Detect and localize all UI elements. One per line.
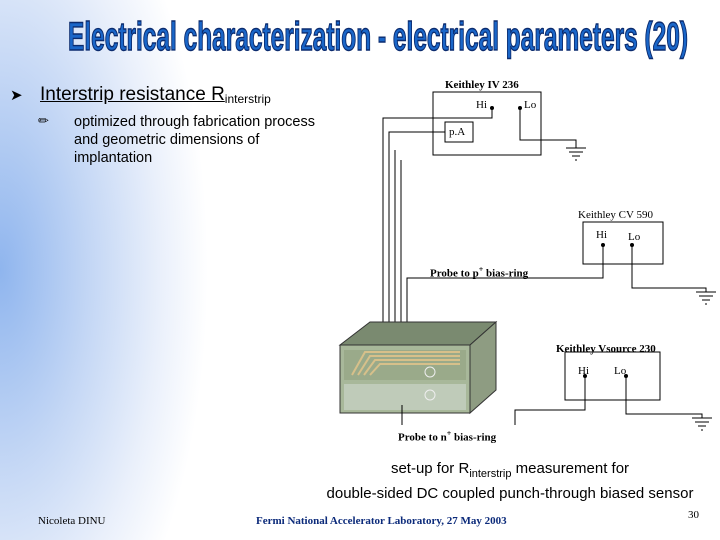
keithley-cv-box xyxy=(582,221,664,265)
iv-lo-label: Lo xyxy=(524,99,537,111)
keithley-vsource-label: Keithley Vsource 230 xyxy=(556,343,656,355)
vs-lo-wire xyxy=(625,376,703,418)
bullet-main-text: Interstrip resistance R xyxy=(40,84,225,105)
arrow-bullet-icon: ➤ xyxy=(10,87,23,104)
probe-n-label: Probe to n+ bias-ring xyxy=(398,429,497,444)
cv-lo-label: Lo xyxy=(628,231,641,243)
ground-symbol-icon xyxy=(566,147,586,161)
cv-hi-label: Hi xyxy=(596,229,607,241)
bullet-main: Interstrip resistance Rinterstrip xyxy=(40,84,271,106)
pa-wire xyxy=(388,131,445,330)
keithley-iv-box xyxy=(432,91,542,156)
iv-hi-label: Hi xyxy=(476,99,487,111)
bullet-main-sub: interstrip xyxy=(224,92,271,106)
caption-line-1: set-up for Rinterstrip measurement for xyxy=(390,460,630,480)
footer-author: Nicoleta DINU xyxy=(38,515,106,527)
ground-symbol-icon xyxy=(692,417,712,431)
vs-hi-label: Hi xyxy=(578,365,589,377)
subpoint-text: optimized through fabrication process an… xyxy=(74,114,315,166)
cv-hi-wire xyxy=(430,245,604,279)
slide-title: Electrical characterization - electrical… xyxy=(58,4,698,66)
iv-lo-wire xyxy=(519,108,577,148)
vs-hi-wire xyxy=(514,376,586,425)
ground-symbol-icon xyxy=(696,291,716,305)
title-text: Electrical characterization - electrical… xyxy=(68,15,688,59)
figure-caption: set-up for Rinterstrip measurement for d… xyxy=(300,459,720,503)
vs-lo-label: Lo xyxy=(614,365,627,377)
keithley-vsource-box xyxy=(564,351,661,401)
footer-institution: Fermi National Accelerator Laboratory, 2… xyxy=(256,515,507,527)
probe-p-wire xyxy=(406,277,430,330)
keithley-iv-label: Keithley IV 236 xyxy=(445,79,519,91)
caption-line-2: double-sided DC coupled punch-through bi… xyxy=(326,485,694,502)
cv-lo-wire xyxy=(631,245,707,292)
pencil-icon: ✏ xyxy=(38,113,49,128)
probe-p-label: Probe to p+ bias-ring xyxy=(430,265,529,280)
page-number: 30 xyxy=(688,509,699,521)
keithley-cv-label: Keithley CV 590 xyxy=(578,209,653,221)
pa-label: p.A xyxy=(449,126,466,138)
iv-hi-wire xyxy=(382,108,493,330)
sensor-image xyxy=(338,320,498,415)
